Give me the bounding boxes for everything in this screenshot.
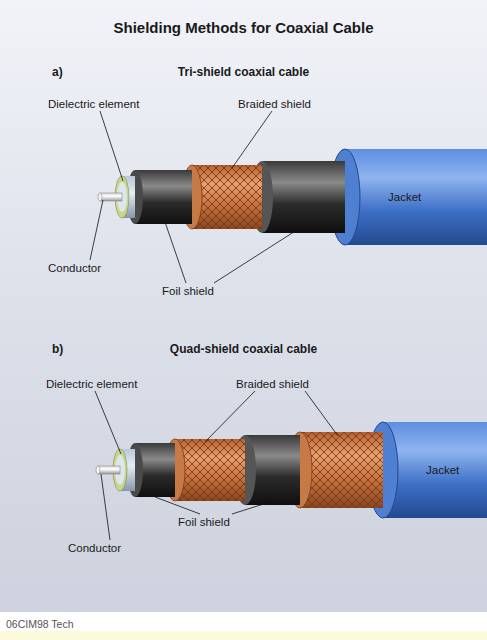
leader-lines-b [95, 391, 338, 540]
part-label: Dielectric element [48, 97, 139, 111]
leader-lines-a [90, 111, 300, 283]
credit-text: 06CIM98 Tech [6, 617, 74, 631]
section-title: Tri-shield coaxial cable [0, 65, 487, 79]
section-letter: a) [52, 65, 63, 79]
part-label: Jacket [388, 190, 421, 204]
part-label: Conductor [68, 541, 121, 555]
part-label: Braided shield [236, 377, 309, 391]
quad-shield-cable [96, 422, 487, 518]
tri-shield-cable [98, 149, 487, 245]
section-title: Quad-shield coaxial cable [0, 342, 487, 356]
part-label: Conductor [48, 261, 101, 275]
diagram-title: Shielding Methods for Coaxial Cable [0, 19, 487, 37]
part-label: Foil shield [162, 284, 214, 298]
part-label: Jacket [426, 463, 459, 477]
part-label: Dielectric element [46, 377, 137, 391]
part-label: Foil shield [178, 515, 230, 529]
section-letter: b) [52, 342, 63, 356]
part-label: Braided shield [238, 97, 311, 111]
